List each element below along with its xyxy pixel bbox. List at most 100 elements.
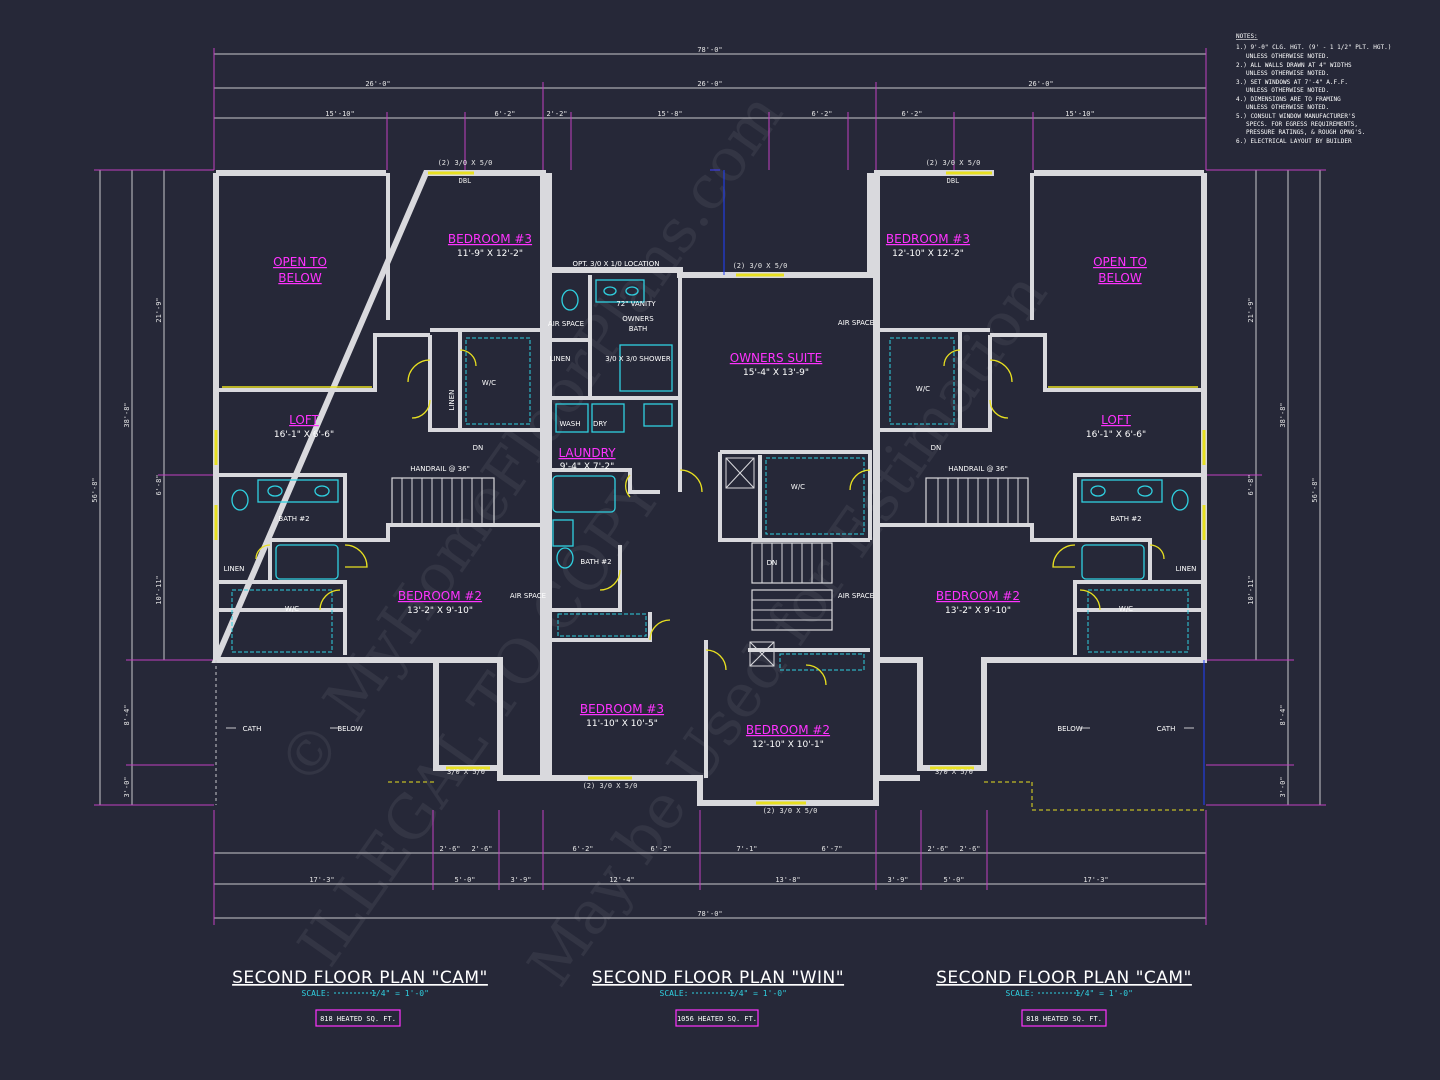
middle-suite-wic-shelving: [765, 457, 865, 535]
note-line-8: UNLESS OTHERWISE NOTED.: [1246, 104, 1329, 111]
middle-chase-1: [725, 457, 755, 489]
right-cath-label: CATH: [1157, 725, 1176, 733]
top-dim-7: 15'-10": [1065, 110, 1095, 118]
bottom-dim-b7: 5'-0": [943, 876, 964, 884]
note-line-7: 4.) DIMENSIONS ARE TO FRAMING: [1236, 96, 1341, 103]
middle-door-bed2: [705, 649, 727, 671]
left-dim-3: 21'-9": [155, 297, 163, 322]
note-line-3: 2.) ALL WALLS DRAWN AT 4" WIDTHS: [1236, 62, 1352, 69]
middle-door-suite: [679, 469, 703, 493]
right-bedroom3-name: BEDROOM #3: [886, 232, 970, 246]
middle-door-wic: [849, 469, 871, 491]
plan-scale-label-right: SCALE:: [1006, 989, 1035, 998]
left-bath2-tub: [275, 544, 339, 580]
right-loft-name: LOFT: [1101, 413, 1131, 427]
left-door-bedroom2: [344, 544, 368, 568]
middle-bedroom3-size: 11'-10" X 10'-5": [586, 719, 658, 729]
right-below-label: BELOW: [1057, 725, 1082, 733]
unit-width-right: 26'-0": [1028, 80, 1053, 88]
left-wc-2: W/C: [482, 379, 496, 387]
left-bedroom2-size: 13'-2" X 9'-10": [407, 606, 473, 616]
middle-air-space-2: AIR SPACE: [838, 592, 874, 600]
plan-scale-value-left: 1/4" = 1'-0": [371, 989, 429, 998]
right-unit: [874, 170, 1207, 781]
plan-title-right: SECOND FLOOR PLAN "CAM": [936, 968, 1192, 988]
plan-scale-value-right: 1/4" = 1'-0": [1075, 989, 1133, 998]
bottom-dim-b2: 5'-0": [454, 876, 475, 884]
middle-laundry-name: LAUNDRY: [558, 446, 616, 460]
middle-wall-wic: [720, 450, 872, 540]
left-dim-2: 38'-8": [123, 402, 131, 427]
left-dimensions: 56'-8" 38'-8" 21'-9" 6'-8" 10'-11" 8'-4"…: [91, 169, 214, 806]
middle-owners-bath-line1: OWNERS: [622, 315, 654, 323]
note-line-1: 1.) 9'-0" CLG. HGT. (9' - 1 1/2" PLT. HG…: [1236, 44, 1391, 51]
left-dim-5: 10'-11": [155, 575, 163, 605]
left-open-to-below-line1: OPEN TO: [273, 255, 327, 269]
middle-window-bed2-spec: (2) 3/0 X 5/0: [763, 807, 818, 815]
note-line-11: PRESSURE RATINGS, & ROUGH OPNG'S.: [1246, 129, 1365, 136]
middle-wash: WASH: [559, 420, 580, 428]
middle-owners-suite-name: OWNERS SUITE: [730, 351, 823, 365]
right-window-bed3-spec: (2) 3/0 X 5/0: [926, 159, 981, 167]
left-door-linen: [459, 349, 477, 367]
top-dim-6: 6'-2": [901, 110, 922, 118]
middle-air-space-3: AIR SPACE: [510, 592, 546, 600]
middle-owners-bath-line2: BATH: [629, 325, 648, 333]
left-dim-overall: 56'-8": [91, 477, 99, 502]
right-handrail-label: HANDRAIL @ 36": [948, 465, 1008, 473]
bottom-dimensions: 2'-6" 2'-6" 6'-2" 6'-2" 7'-1" 6'-7" 2'-6…: [213, 810, 1207, 925]
bottom-dim-a4: 6'-2": [650, 845, 671, 853]
left-bath2-toilet: [231, 489, 249, 511]
note-line-2: UNLESS OTHERWISE NOTED.: [1246, 53, 1329, 60]
left-wic-shelving: [231, 589, 333, 653]
left-unit: OPEN TO BELOW BEDROOM #3 11'-9" X 12'-2"…: [211, 159, 546, 805]
top-dim-1: 15'-10": [325, 110, 355, 118]
middle-vanity-label: 72" VANITY: [616, 300, 656, 308]
left-door-bed3: [407, 359, 431, 383]
middle-stairs: [751, 542, 833, 631]
left-dim-6: 8'-4": [123, 704, 131, 725]
bottom-dim-b5: 13'-8": [775, 876, 800, 884]
bottom-dim-b1: 17'-3": [309, 876, 334, 884]
left-door-wic: [319, 589, 341, 611]
middle-bath2-tub: [552, 475, 616, 513]
middle-bed2-closet: [779, 653, 865, 671]
middle-owners-vanity: [595, 279, 645, 303]
middle-sink-1: [603, 286, 617, 296]
middle-laundry-size: 9'-4" X 7'-2": [560, 462, 615, 472]
middle-bath2-vanity: [552, 519, 574, 547]
title-block-right: SECOND FLOOR PLAN "CAM" SCALE: 1/4" = 1'…: [936, 968, 1192, 1027]
middle-bedroom3-name: BEDROOM #3: [580, 702, 664, 716]
right-dim-7: 3'-0": [1279, 776, 1287, 797]
area-middle: 1056 HEATED SQ. FT.: [677, 1015, 757, 1023]
right-dim-3: 21'-9": [1247, 297, 1255, 322]
middle-owners-suite-size: 15'-4" X 13'-9": [743, 368, 809, 378]
right-window-bed2-spec: 3/0 X 5/0: [935, 768, 973, 776]
plan-scale-label-left: SCALE:: [302, 989, 331, 998]
middle-washer: [555, 403, 589, 433]
middle-bedroom2-name: BEDROOM #2: [746, 723, 830, 737]
middle-door-bed2-closet: [805, 664, 827, 686]
middle-sink-2: [625, 286, 639, 296]
left-loft-name: LOFT: [289, 413, 319, 427]
middle-wall-wc: [718, 452, 760, 542]
top-dimensions: 78'-0" 26'-0" 26'-0" 26'-0" 15'-10" 6'-2…: [213, 46, 1207, 170]
left-bed3-wic-shelving: [465, 337, 531, 425]
left-bedroom2-name: BEDROOM #2: [398, 589, 482, 603]
right-unit-labels: OPEN TO BELOW BEDROOM #3 12'-10" X 12'-2…: [886, 159, 1197, 776]
right-dim-4: 6'-8": [1247, 474, 1255, 495]
right-window-bed3-dbl: DBL: [947, 177, 960, 185]
left-dn-label: DN: [473, 444, 484, 452]
middle-chase-2: [749, 641, 775, 667]
right-wc-1: W/C: [1119, 605, 1133, 613]
middle-owners-toilet: [561, 289, 579, 311]
bottom-dim-b3: 3'-9": [510, 876, 531, 884]
area-right: 818 HEATED SQ. FT.: [1026, 1015, 1102, 1023]
area-box-middle: [675, 1009, 759, 1027]
middle-unit-top-wall: [546, 173, 873, 278]
top-dim-5: 6'-2": [811, 110, 832, 118]
right-bedroom3-size: 12'-10" X 12'-2": [892, 249, 964, 259]
bottom-dim-a2: 2'-6": [471, 845, 492, 853]
left-linen-2: LINEN: [448, 390, 456, 411]
